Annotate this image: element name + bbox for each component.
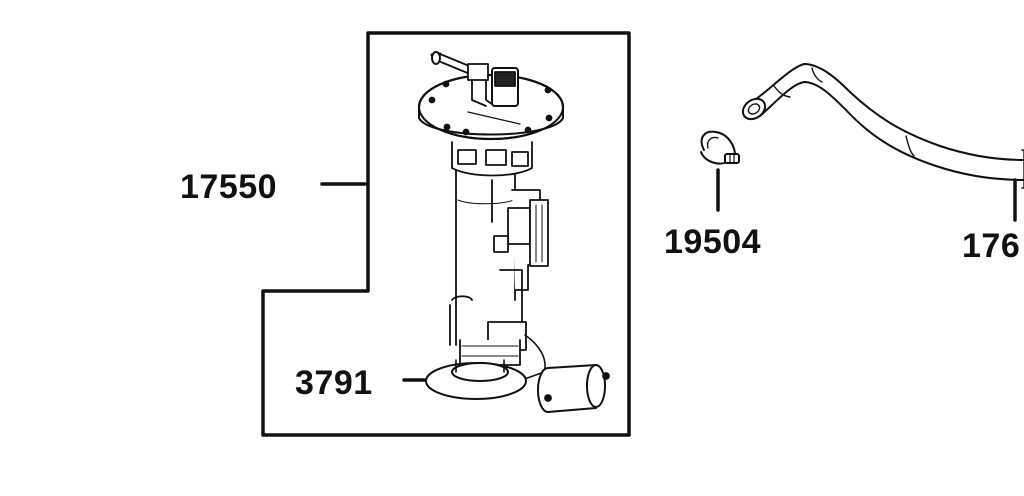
callout-17550: 17550: [180, 168, 278, 206]
hose-clamp-part: [700, 130, 740, 165]
fuel-hose-part: [741, 63, 1024, 189]
assembly-group-frame: [261, 31, 631, 437]
callout-3791: 3791: [295, 364, 373, 402]
fuel-level-float: [537, 364, 610, 413]
callout-176: 176: [962, 227, 1021, 265]
fuel-pump-assembly: [417, 51, 610, 413]
callout-19504: 19504: [664, 223, 762, 261]
gasket-part: [425, 359, 527, 400]
